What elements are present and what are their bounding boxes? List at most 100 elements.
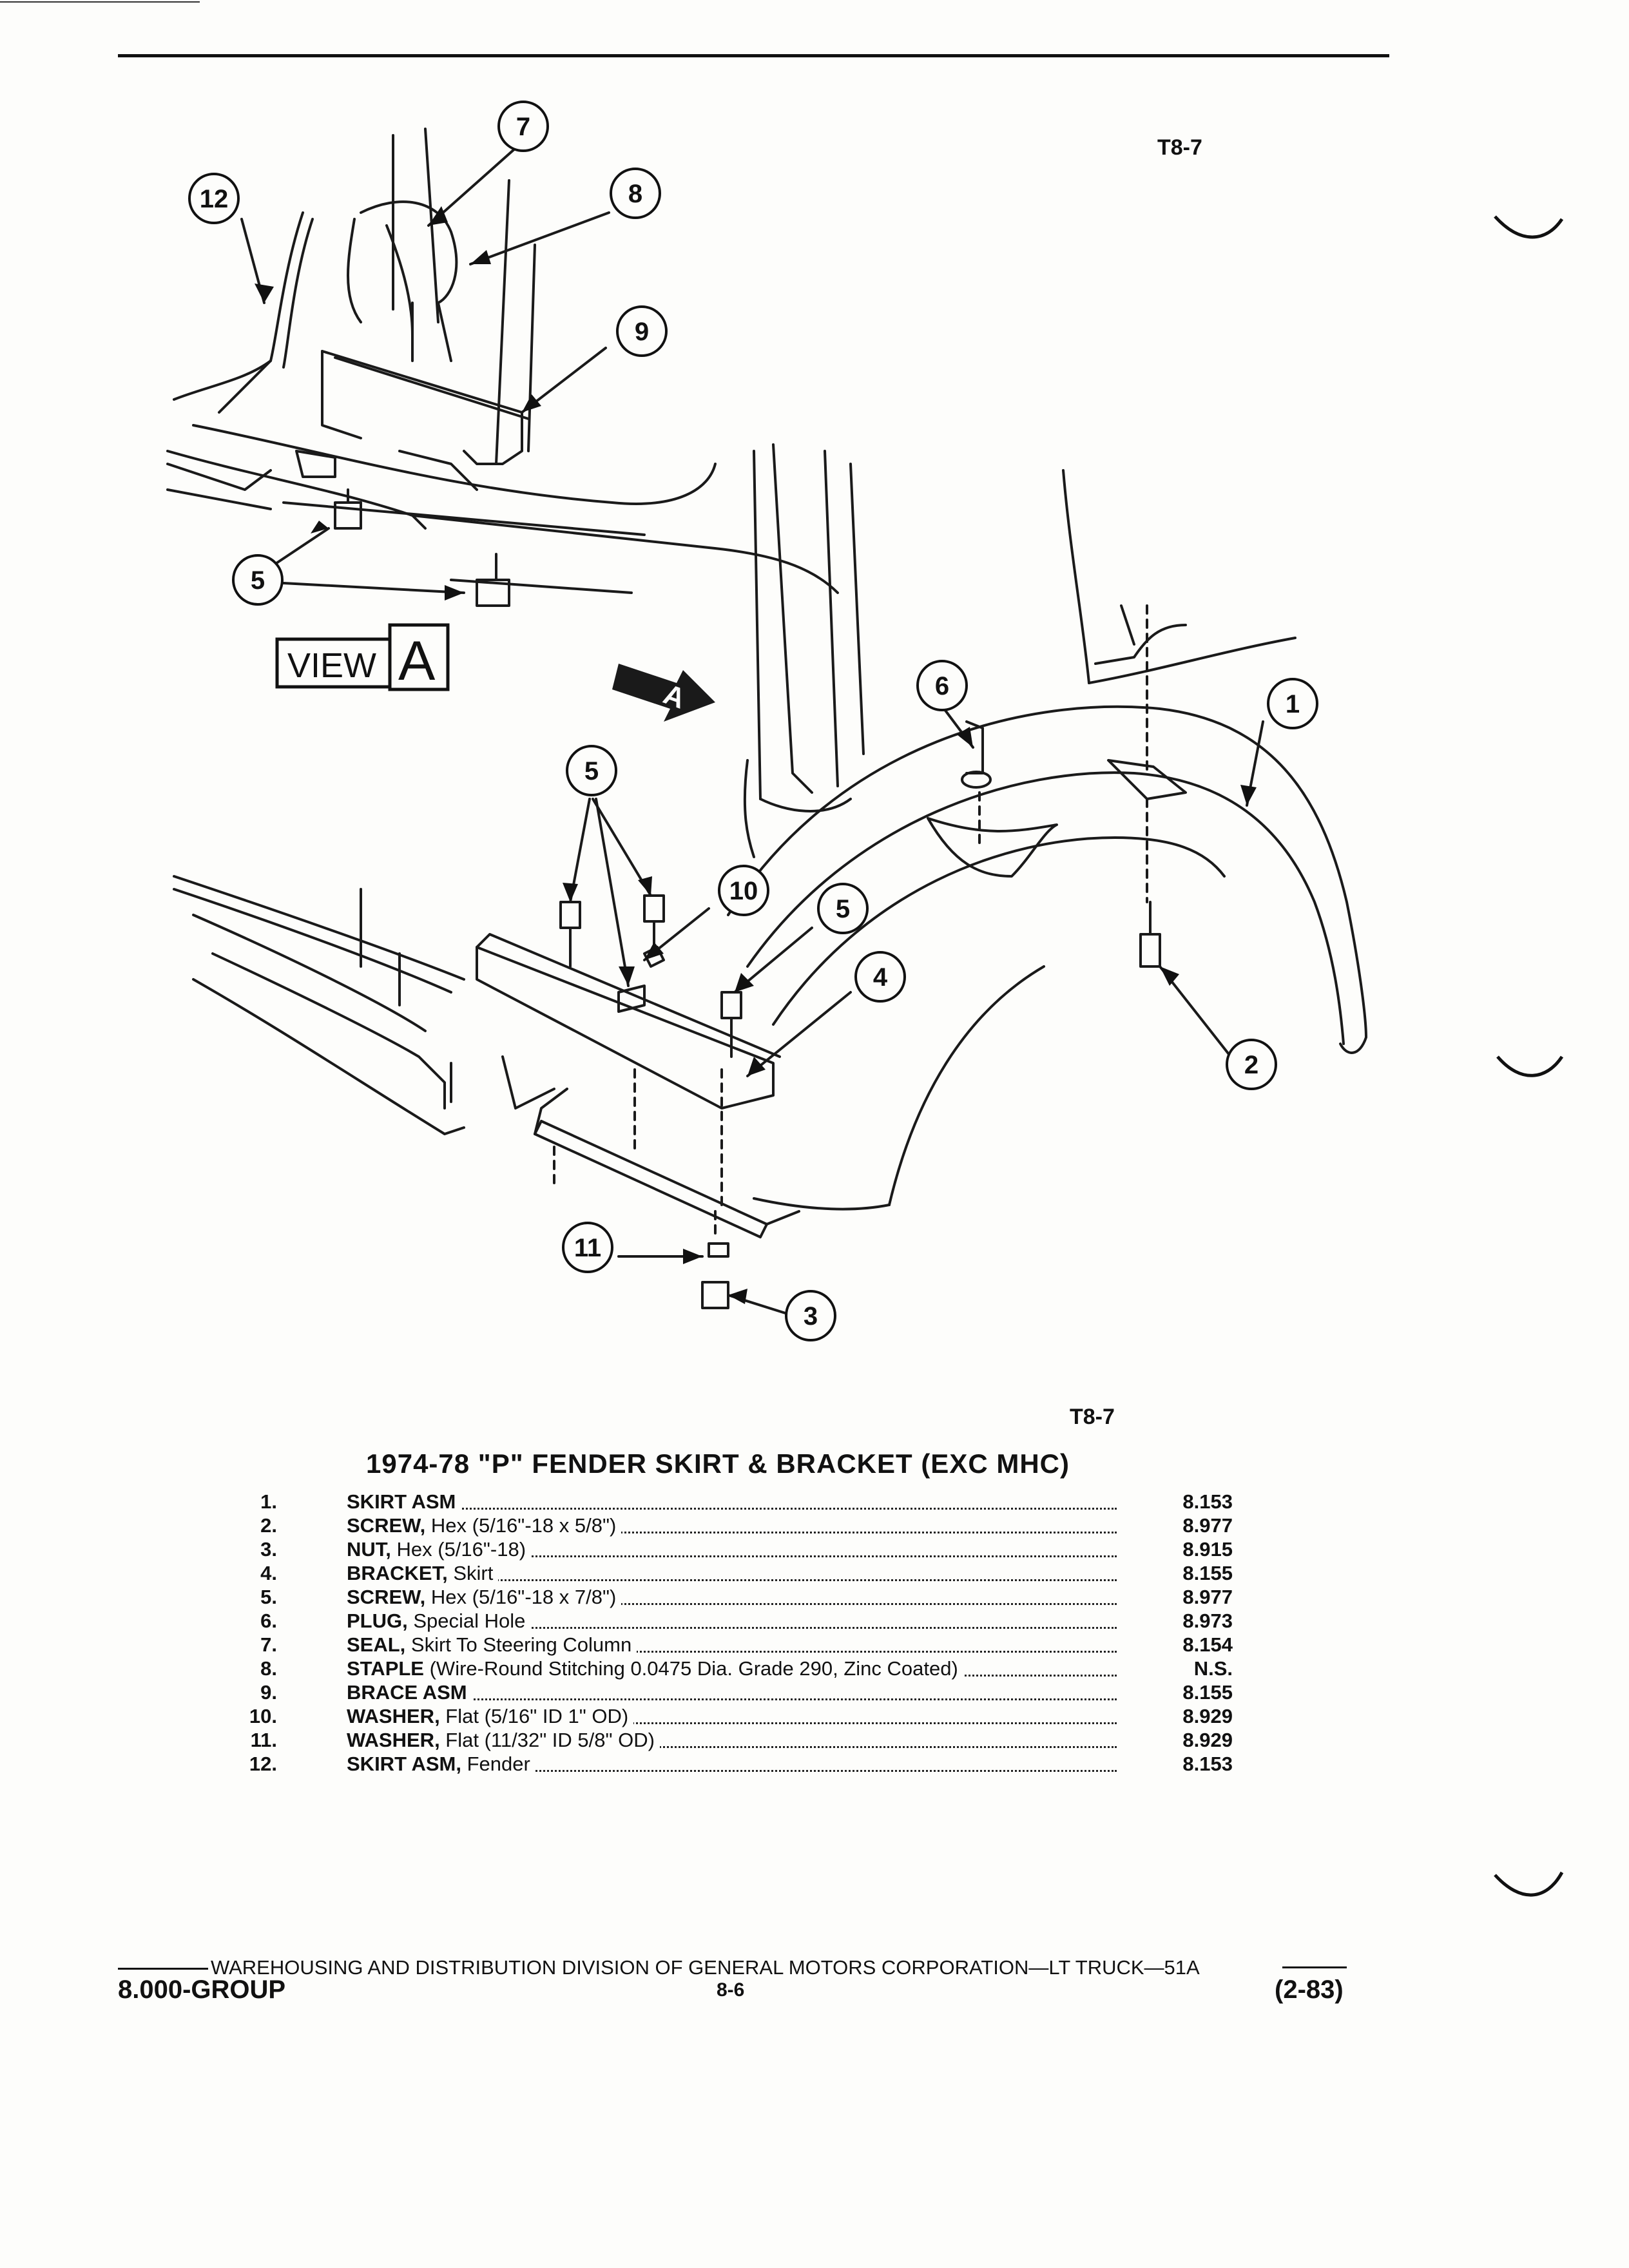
callout-5-b: 5 bbox=[566, 745, 617, 796]
svg-text:9: 9 bbox=[635, 318, 649, 346]
callout-11: 11 bbox=[562, 1222, 613, 1273]
svg-text:8: 8 bbox=[628, 180, 642, 208]
svg-text:2: 2 bbox=[1244, 1051, 1258, 1079]
part-reference: 8.915 bbox=[1182, 1538, 1233, 1561]
part-reference: 8.153 bbox=[1182, 1490, 1233, 1513]
part-row: 2.SCREW, Hex (5/16"-18 x 5/8")8.977 bbox=[213, 1514, 1269, 1537]
part-number: 10. bbox=[249, 1705, 277, 1727]
svg-text:10: 10 bbox=[729, 877, 758, 905]
callouts: 1 2 3 4 5 5 5 6 7 8 9 10 11 12 bbox=[188, 101, 1318, 1341]
part-row: 3. NUT, Hex (5/16"-18) 8.915 bbox=[213, 1537, 1269, 1561]
part-number: 11. bbox=[250, 1729, 277, 1751]
part-name: SEAL, bbox=[347, 1633, 406, 1656]
svg-text:5: 5 bbox=[251, 566, 265, 595]
binder-marks bbox=[1494, 215, 1564, 1077]
part-reference: 8.977 bbox=[1182, 1514, 1233, 1537]
svg-text:5: 5 bbox=[584, 757, 599, 785]
leader-dots bbox=[347, 1651, 1117, 1653]
footer-dash bbox=[118, 1968, 208, 1970]
leader-dots bbox=[347, 1579, 1117, 1581]
part-description: SCREW, Hex (5/16"-18 x 5/8") bbox=[347, 1514, 1117, 1537]
view-a-direction-arrow: A bbox=[612, 664, 715, 722]
leader-dots bbox=[347, 1508, 1117, 1510]
part-reference: 8.153 bbox=[1182, 1753, 1233, 1775]
part-number: 9. bbox=[260, 1681, 277, 1704]
part-description: SCREW, Hex (5/16"-18 x 7/8") bbox=[347, 1585, 1117, 1609]
part-detail: Special Hole bbox=[407, 1610, 526, 1632]
part-row: 7. SEAL, Skirt To Steering Column 8.154 bbox=[213, 1633, 1269, 1657]
part-description: PLUG, Special Hole bbox=[347, 1609, 1117, 1633]
part-row: 9. BRACE ASM 8.155 bbox=[213, 1680, 1269, 1704]
svg-text:11: 11 bbox=[574, 1234, 601, 1262]
part-reference: 8.155 bbox=[1182, 1562, 1233, 1584]
steering-column-drawing bbox=[743, 443, 1296, 858]
leader-dots bbox=[347, 1532, 1117, 1533]
part-row: 8.STAPLE (Wire-Round Stitching 0.0475 Di… bbox=[213, 1657, 1269, 1680]
svg-text:A: A bbox=[398, 630, 436, 692]
part-number: 3. bbox=[260, 1538, 277, 1561]
leader-dots bbox=[347, 1698, 1117, 1700]
callout-3: 3 bbox=[785, 1290, 836, 1341]
part-name: WASHER, bbox=[347, 1705, 440, 1727]
leader-dots bbox=[347, 1770, 1117, 1772]
callout-4: 4 bbox=[854, 951, 906, 1003]
figure-code-bottom: T8-7 bbox=[1070, 1405, 1115, 1429]
part-name: SKIRT ASM bbox=[347, 1490, 456, 1513]
callout-9: 9 bbox=[616, 305, 668, 357]
leader-dots bbox=[347, 1555, 1117, 1557]
part-reference: 8.154 bbox=[1182, 1633, 1233, 1656]
footer-division-line: WAREHOUSING AND DISTRIBUTION DIVISION OF… bbox=[118, 1956, 1200, 1979]
part-name: SCREW, bbox=[347, 1586, 426, 1608]
part-row: 12. SKIRT ASM, Fender 8.153 bbox=[213, 1752, 1269, 1776]
svg-text:7: 7 bbox=[516, 113, 530, 141]
part-description: WASHER, Flat (5/16" ID 1" OD) bbox=[347, 1704, 1117, 1728]
part-detail: Flat (5/16" ID 1" OD) bbox=[439, 1705, 629, 1727]
footer-rule-right bbox=[1282, 1966, 1347, 1968]
callout-7: 7 bbox=[497, 101, 549, 152]
view-a-drawing bbox=[166, 128, 839, 607]
part-row: 5. SCREW, Hex (5/16"-18 x 7/8") 8.977 bbox=[213, 1585, 1269, 1609]
part-detail: (Wire-Round Stitching 0.0475 Dia. Grade … bbox=[424, 1657, 958, 1680]
part-name: SKIRT ASM, bbox=[347, 1753, 461, 1775]
callout-2: 2 bbox=[1226, 1039, 1277, 1090]
part-detail: Hex (5/16"-18 x 5/8") bbox=[425, 1514, 617, 1537]
figure-code: T8-7 bbox=[1157, 135, 1202, 160]
part-number: 8. bbox=[260, 1657, 277, 1680]
svg-text:4: 4 bbox=[873, 963, 888, 992]
leader-dots bbox=[347, 1603, 1117, 1605]
binder-mark-lower bbox=[1494, 1871, 1564, 1897]
footer-group: 8.000-GROUP bbox=[118, 1975, 286, 2004]
leader-dots bbox=[347, 1627, 1117, 1629]
part-name: NUT, bbox=[347, 1538, 391, 1561]
part-number: 7. bbox=[260, 1633, 277, 1656]
part-reference: 8.155 bbox=[1182, 1681, 1233, 1704]
part-detail: Hex (5/16"-18) bbox=[390, 1538, 526, 1561]
part-description: WASHER, Flat (11/32" ID 5/8" OD) bbox=[347, 1728, 1117, 1752]
part-name: PLUG, bbox=[347, 1610, 408, 1632]
part-number: 12. bbox=[249, 1753, 277, 1775]
callout-5-a: 5 bbox=[232, 554, 284, 606]
part-description: BRACE ASM bbox=[347, 1680, 1117, 1704]
part-name: SCREW, bbox=[347, 1514, 426, 1537]
part-number: 5. bbox=[260, 1586, 277, 1608]
part-detail: Skirt To Steering Column bbox=[405, 1633, 632, 1656]
callout-10: 10 bbox=[718, 865, 769, 916]
leader-dots bbox=[347, 1722, 1117, 1724]
figure-caption: 1974-78 "P" FENDER SKIRT & BRACKET (EXC … bbox=[366, 1448, 1070, 1479]
part-row: 11.WASHER, Flat (11/32" ID 5/8" OD)8.929 bbox=[213, 1728, 1269, 1752]
leader-lines bbox=[240, 147, 1264, 1316]
svg-text:VIEW: VIEW bbox=[287, 646, 376, 685]
part-number: 4. bbox=[260, 1562, 277, 1584]
part-detail: Flat (11/32" ID 5/8" OD) bbox=[439, 1729, 655, 1751]
footer-division-text: WAREHOUSING AND DISTRIBUTION DIVISION OF… bbox=[211, 1956, 1200, 1979]
callout-1: 1 bbox=[1267, 678, 1318, 729]
part-detail: Fender bbox=[461, 1753, 530, 1775]
part-reference: 8.977 bbox=[1182, 1586, 1233, 1608]
leader-dots bbox=[347, 1746, 1117, 1748]
exploded-view-illustration: A VIEW A 1 2 3 4 5 5 5 6 7 8 9 10 11 12 bbox=[166, 101, 1564, 1341]
part-detail: Skirt bbox=[447, 1562, 494, 1584]
part-detail: Hex (5/16"-18 x 7/8") bbox=[425, 1586, 617, 1608]
part-description: SKIRT ASM bbox=[347, 1490, 1117, 1514]
